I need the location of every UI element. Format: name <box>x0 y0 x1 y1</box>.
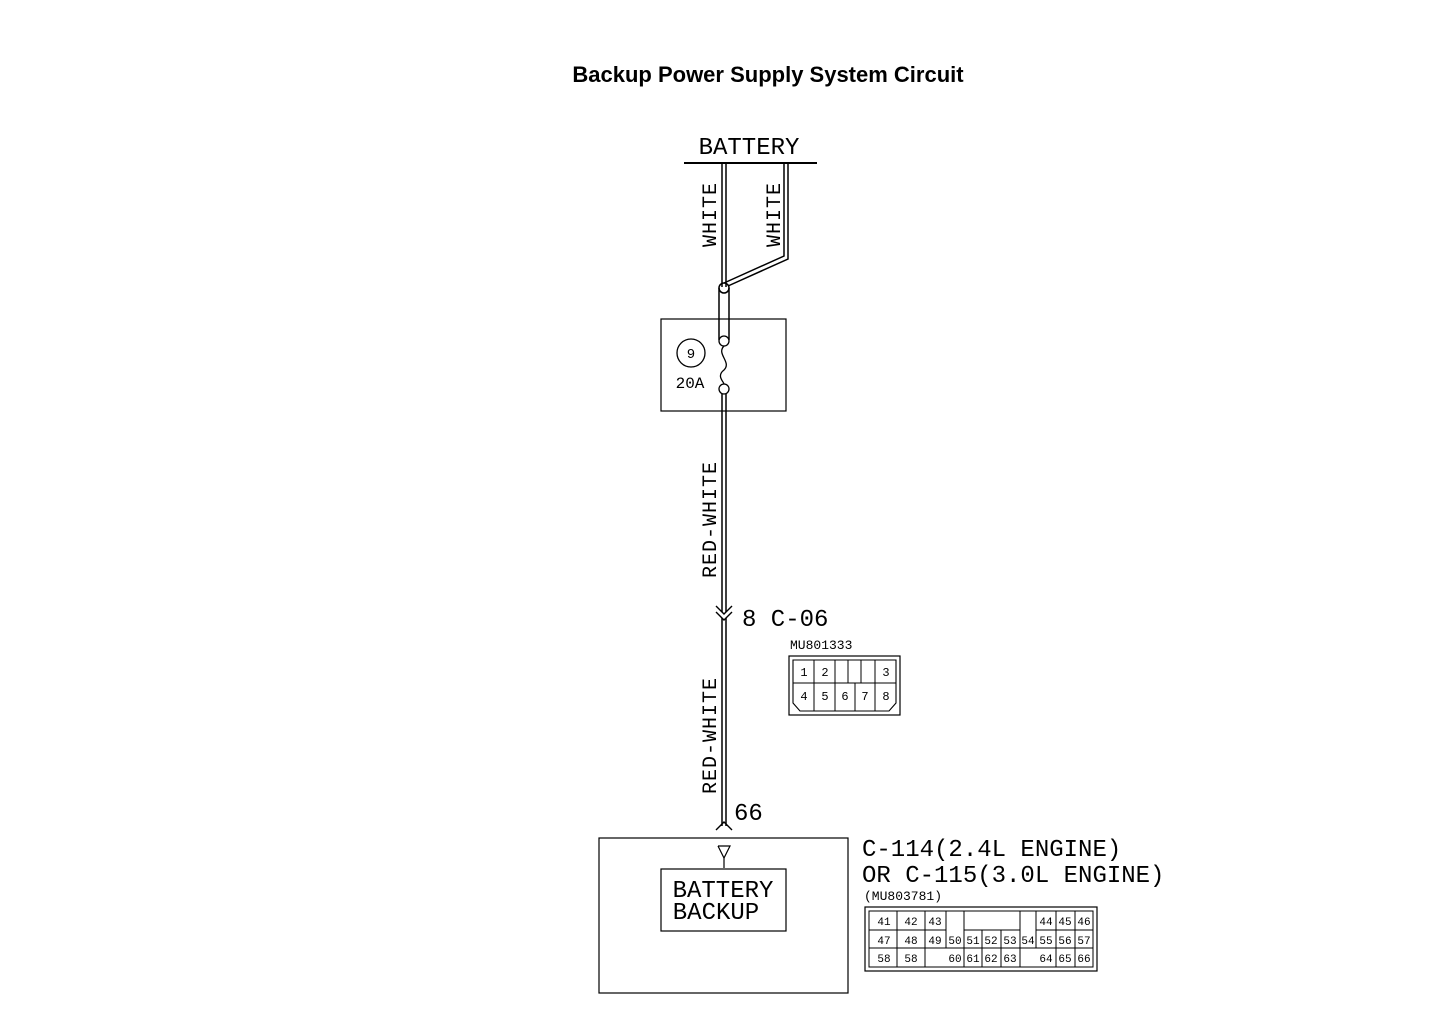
pin-label: 55 <box>1039 936 1052 948</box>
pin-label: 4 <box>800 690 807 704</box>
ecu-connector-name: OR C-115(3.0L ENGINE) <box>862 863 1164 890</box>
pin-label: 65 <box>1058 954 1071 966</box>
pin-label: 3 <box>882 666 889 680</box>
pin-label: 51 <box>966 936 980 948</box>
pin-label: 56 <box>1058 936 1071 948</box>
connector-face-mu803781 <box>864 906 1098 972</box>
pin-label: 50 <box>948 936 961 948</box>
component-label-line2: BACKUP <box>673 900 759 927</box>
pin-label: 47 <box>877 936 890 948</box>
pin-label: 48 <box>904 936 917 948</box>
ecu-terminal-symbol <box>717 845 731 860</box>
pin-label: 41 <box>877 917 891 929</box>
fuse-box <box>660 318 787 412</box>
pin-label: 43 <box>928 917 941 929</box>
connector-part-number: MU801333 <box>790 638 852 653</box>
ecu-connector-name: C-114(2.4L ENGINE) <box>862 837 1121 864</box>
pin-label: 6 <box>841 690 848 704</box>
pin-label: 61 <box>966 954 980 966</box>
pin-label: 5 <box>821 690 828 704</box>
pin-label: 2 <box>821 666 828 680</box>
wire-color-label: RED-WHITE <box>700 677 723 794</box>
ecu-box <box>598 837 849 994</box>
pin-label: 57 <box>1077 936 1090 948</box>
fuse-number-circle <box>676 338 706 368</box>
pin-label: 42 <box>904 917 917 929</box>
fuse-terminal-top <box>718 282 730 340</box>
wire-white-right <box>723 163 789 287</box>
pin-entry-symbol <box>715 821 733 831</box>
wire-red-white-upper <box>721 394 727 612</box>
pin-label: 58 <box>904 954 917 966</box>
pin-label: 7 <box>861 690 868 704</box>
battery-backup-box <box>660 868 787 932</box>
component-label-line1: BATTERY <box>673 878 774 905</box>
battery-label: BATTERY <box>699 135 800 162</box>
ecu-pin-number: 66 <box>734 801 763 828</box>
pin-label: 44 <box>1039 917 1053 929</box>
wire-red-white-lower <box>721 618 727 826</box>
page-title: Backup Power Supply System Circuit <box>572 62 964 87</box>
pin-label: 60 <box>948 954 961 966</box>
ecu-connector-part-number: (MU803781) <box>864 889 942 904</box>
pin-label: 52 <box>984 936 997 948</box>
wire-white-left <box>721 163 727 287</box>
fuse-rating: 20A <box>676 375 705 393</box>
pin-label: 8 <box>882 690 889 704</box>
wire-color-label: WHITE <box>764 182 787 247</box>
connector-face-mu801333 <box>788 655 901 716</box>
wire-color-label: RED-WHITE <box>700 461 723 578</box>
pin-label: 53 <box>1003 936 1016 948</box>
fuse-number: 9 <box>687 347 695 363</box>
pin-label: 1 <box>800 666 807 680</box>
pin-label: 62 <box>984 954 997 966</box>
pin-label: 54 <box>1021 936 1035 948</box>
pin-label: 58 <box>877 954 890 966</box>
pin-label: 66 <box>1077 954 1090 966</box>
pin-label: 45 <box>1058 917 1071 929</box>
connector-symbol <box>715 605 733 621</box>
pin-label: 64 <box>1039 954 1053 966</box>
connector-pin-label: 8 C-06 <box>742 607 828 634</box>
wire-color-label: WHITE <box>700 182 723 247</box>
pin-label: 63 <box>1003 954 1016 966</box>
pin-label: 46 <box>1077 917 1090 929</box>
fuse-icon <box>718 335 730 395</box>
pin-label: 49 <box>928 936 941 948</box>
